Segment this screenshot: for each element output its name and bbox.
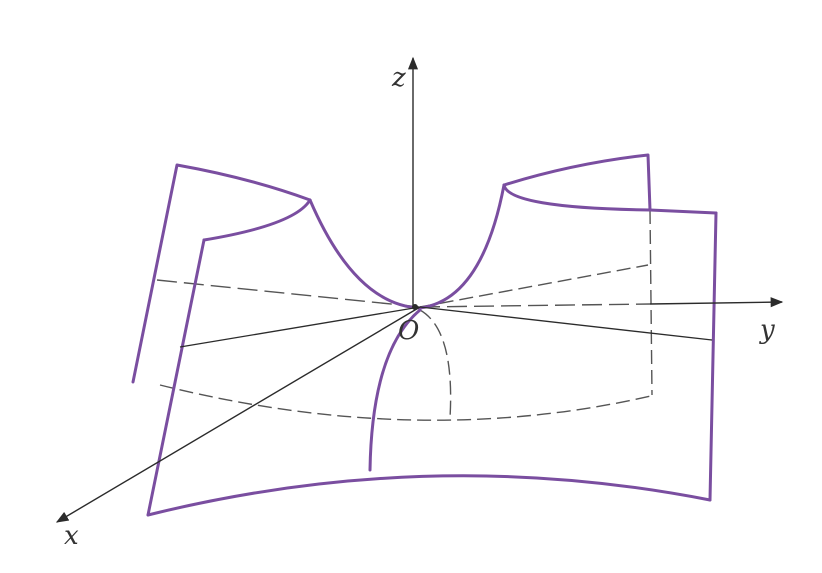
z-axis-label: z <box>391 63 406 93</box>
hidden-right-edge <box>649 209 653 396</box>
y-axis-label: y <box>759 315 775 345</box>
right-top-cusp <box>502 183 652 212</box>
front-bottom-curve <box>146 474 712 517</box>
hidden-parabola-xz <box>419 309 452 419</box>
hidden-line-back-left <box>156 279 421 308</box>
front-parabola-xz <box>368 308 422 472</box>
hidden-lines-long <box>156 279 651 308</box>
left-top-cusp <box>202 198 312 242</box>
front-left-edge <box>146 238 206 517</box>
back-left-panel-edge <box>131 163 312 384</box>
x-axis <box>55 306 421 523</box>
hidden-edges <box>159 209 656 421</box>
front-right-edge <box>708 211 718 502</box>
line-front-left <box>179 306 421 348</box>
back-right-panel-edge <box>502 153 652 212</box>
x-axis-label: x <box>64 521 79 551</box>
saddle-surface <box>131 153 718 517</box>
surface-lines <box>179 306 713 348</box>
hidden-boundary-curve <box>159 384 656 421</box>
left-saddle-curve <box>308 198 422 310</box>
right-top-edge <box>648 208 718 215</box>
y-axis-hidden-part <box>419 303 651 308</box>
y-axis <box>649 297 784 308</box>
right-saddle-curve <box>418 183 506 310</box>
line-front-right <box>419 306 713 341</box>
origin-label: O <box>398 316 419 346</box>
origin-point <box>412 304 418 310</box>
axes <box>55 56 784 523</box>
hidden-line-back-right <box>419 264 649 308</box>
